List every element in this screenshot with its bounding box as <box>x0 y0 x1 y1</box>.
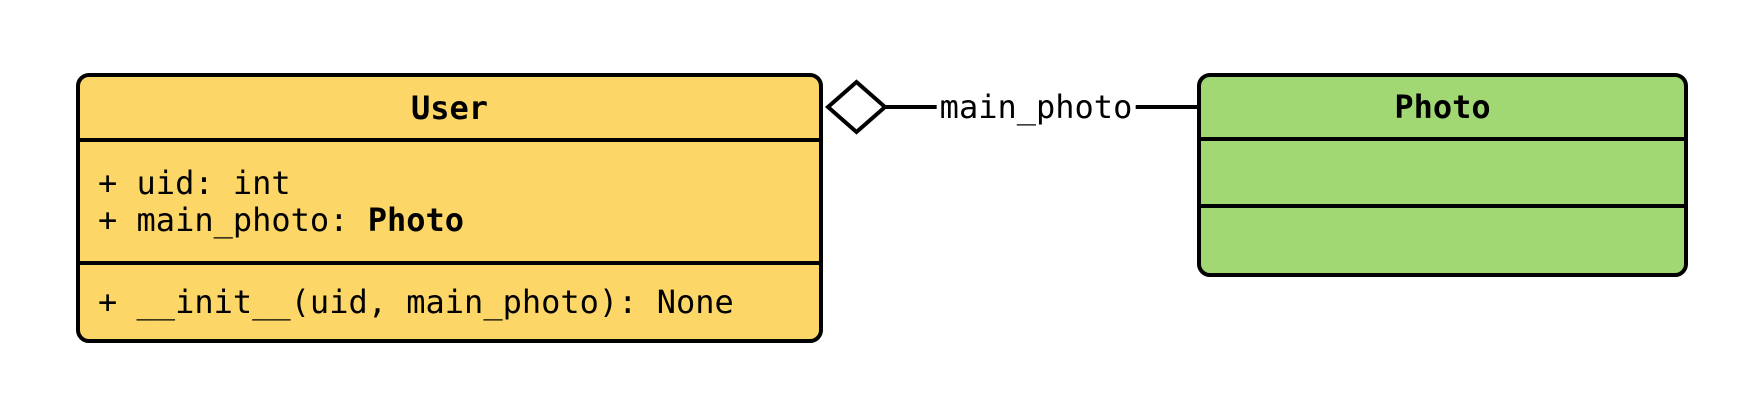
class-methods-user: + __init__(uid, main_photo): None <box>80 261 819 339</box>
class-methods-photo-empty <box>1201 204 1684 273</box>
attribute-text: + main_photo: <box>98 200 368 239</box>
method-row: + __init__(uid, main_photo): None <box>98 282 734 321</box>
attribute-row: + uid: int <box>98 163 819 202</box>
class-box-user: User + uid: int + main_photo: Photo + __… <box>76 73 823 343</box>
attribute-row: + main_photo: Photo <box>98 200 819 239</box>
class-title-photo: Photo <box>1394 88 1491 126</box>
class-attributes-user: + uid: int + main_photo: Photo <box>80 138 819 261</box>
attribute-type-bold: Photo <box>367 200 465 239</box>
relation-label: main_photo <box>936 89 1136 125</box>
class-box-photo: Photo <box>1197 73 1688 277</box>
class-attributes-photo-empty <box>1201 137 1684 204</box>
class-title-user: User <box>410 88 489 127</box>
attribute-text: + uid: int <box>98 163 291 202</box>
aggregation-diamond-icon <box>825 79 888 135</box>
